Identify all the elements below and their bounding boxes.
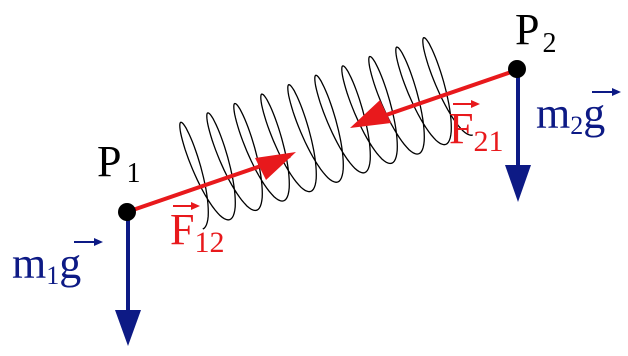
point-mass-p2 <box>508 60 526 78</box>
label-f12: F12 <box>170 202 224 259</box>
svg-text:m1g: m1g <box>12 239 81 290</box>
svg-text:F12: F12 <box>170 205 224 259</box>
svg-text:m2g: m2g <box>536 89 605 140</box>
point-mass-p1 <box>118 203 136 221</box>
spring-coil <box>179 37 473 230</box>
label-m1g: m1g <box>12 238 103 290</box>
spring-coil-path <box>179 37 473 230</box>
label-m2g: m2g <box>536 88 621 140</box>
force-arrowhead-f12 <box>255 152 296 180</box>
weight-arrowhead-m1g <box>115 310 141 346</box>
label-f21: F21 <box>449 100 503 158</box>
svg-text:F21: F21 <box>449 104 503 158</box>
weight-arrowhead-m2g <box>505 165 531 202</box>
force-arrowhead-f21 <box>350 100 391 128</box>
